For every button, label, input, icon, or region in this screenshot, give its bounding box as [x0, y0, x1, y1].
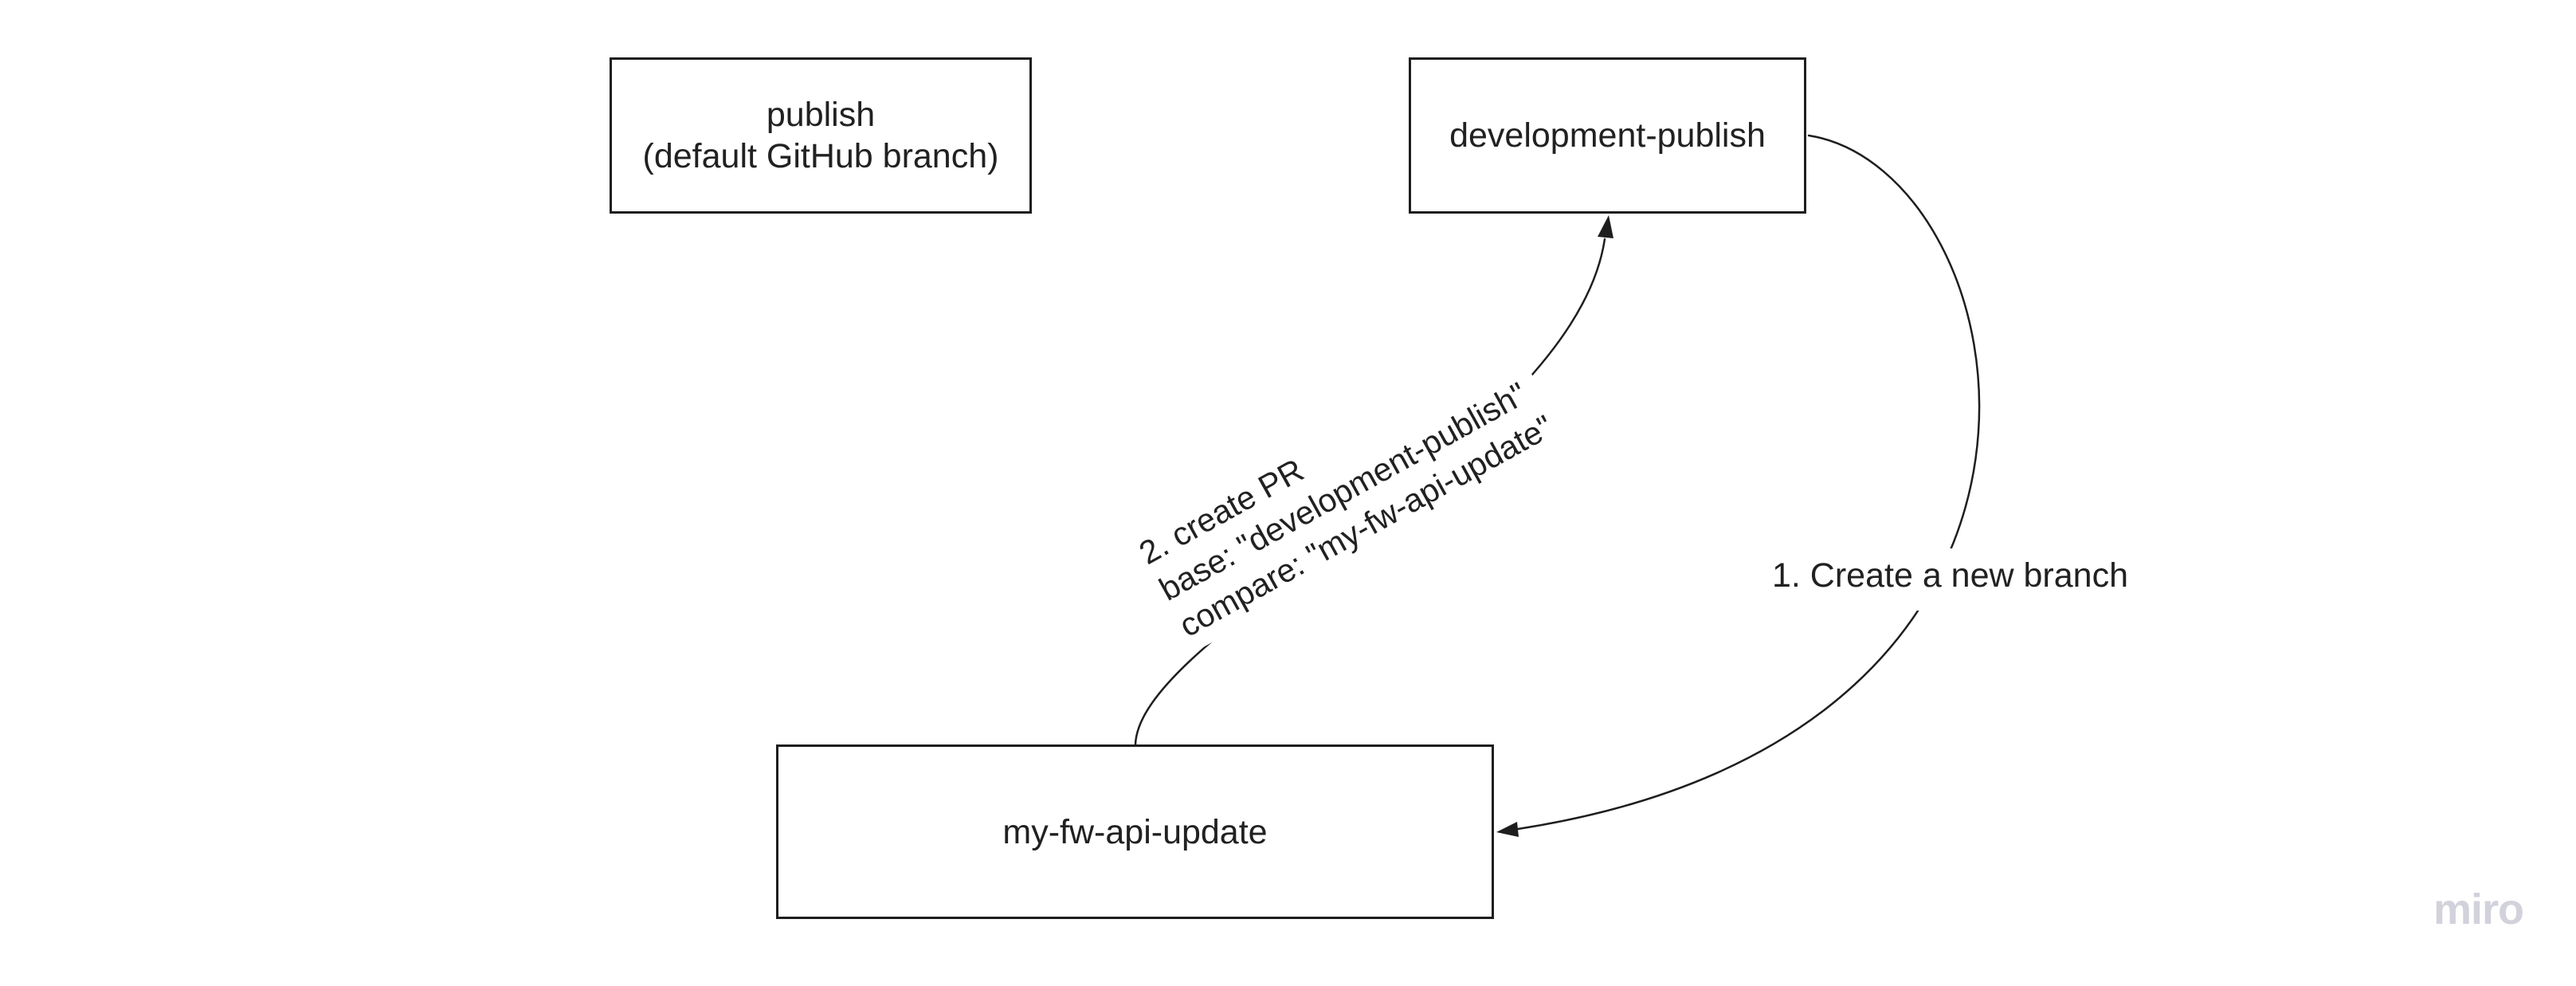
node-publish-label-line2: (default GitHub branch): [642, 137, 999, 175]
connector-create-branch[interactable]: [1496, 134, 1981, 837]
miro-watermark-logo: miro: [2433, 886, 2524, 933]
node-development-publish[interactable]: development-publish: [1409, 57, 1806, 214]
node-publish-label-line1: publish: [766, 96, 876, 134]
node-my-fw-api-update-label: my-fw-api-update: [1002, 812, 1268, 851]
node-my-fw-api-update[interactable]: my-fw-api-update: [776, 744, 1494, 919]
connector-label-create-branch[interactable]: 1. Create a new branch: [1761, 548, 2139, 611]
node-development-publish-label: development-publish: [1449, 116, 1766, 155]
connector-create-branch-arrowhead-icon: [1496, 822, 1519, 837]
node-publish[interactable]: publish (default GitHub branch): [610, 57, 1032, 214]
connector-create-pr-arrowhead-icon: [1598, 215, 1613, 238]
connector-create-branch-line: [1516, 134, 1981, 831]
